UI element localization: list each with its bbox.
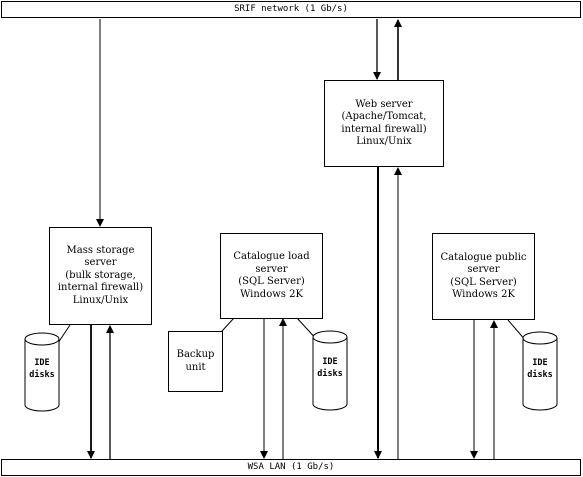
catalogue-load-disk-icon xyxy=(312,330,348,411)
mass-storage-disk-label: IDE disks xyxy=(29,358,55,380)
catalogue-public-disk-label: IDE disks xyxy=(527,358,553,380)
backup-unit-box: Backup unit xyxy=(168,331,223,392)
catalogue-public-disk-icon xyxy=(522,331,558,411)
catalogue-load-server-box: Catalogue load server (SQL Server) Windo… xyxy=(220,233,323,319)
mass-storage-disk-link xyxy=(57,324,71,344)
backup-link xyxy=(221,317,235,332)
mass-storage-server-label: Mass storage server (bulk storage, inter… xyxy=(57,244,144,306)
catalogue-public-server-box: Catalogue public server (SQL Server) Win… xyxy=(432,233,535,320)
mass-storage-disk-icon xyxy=(24,332,60,412)
web-server-box: Web server (Apache/Tomcat, internal fire… xyxy=(324,80,444,167)
backup-unit-label: Backup unit xyxy=(176,349,215,373)
catalogue-load-disk-label: IDE disks xyxy=(317,357,343,379)
wsa-lan-bar: WSA LAN (1 Gb/s) xyxy=(1,459,581,476)
web-server-label: Web server (Apache/Tomcat, internal fire… xyxy=(341,98,427,148)
srif-network-bar: SRIF network (1 Gb/s) xyxy=(1,1,581,18)
catalogue-public-server-label: Catalogue public server (SQL Server) Win… xyxy=(440,251,527,301)
catalogue-load-server-label: Catalogue load server (SQL Server) Windo… xyxy=(233,251,310,300)
mass-storage-server-box: Mass storage server (bulk storage, inter… xyxy=(49,227,152,325)
